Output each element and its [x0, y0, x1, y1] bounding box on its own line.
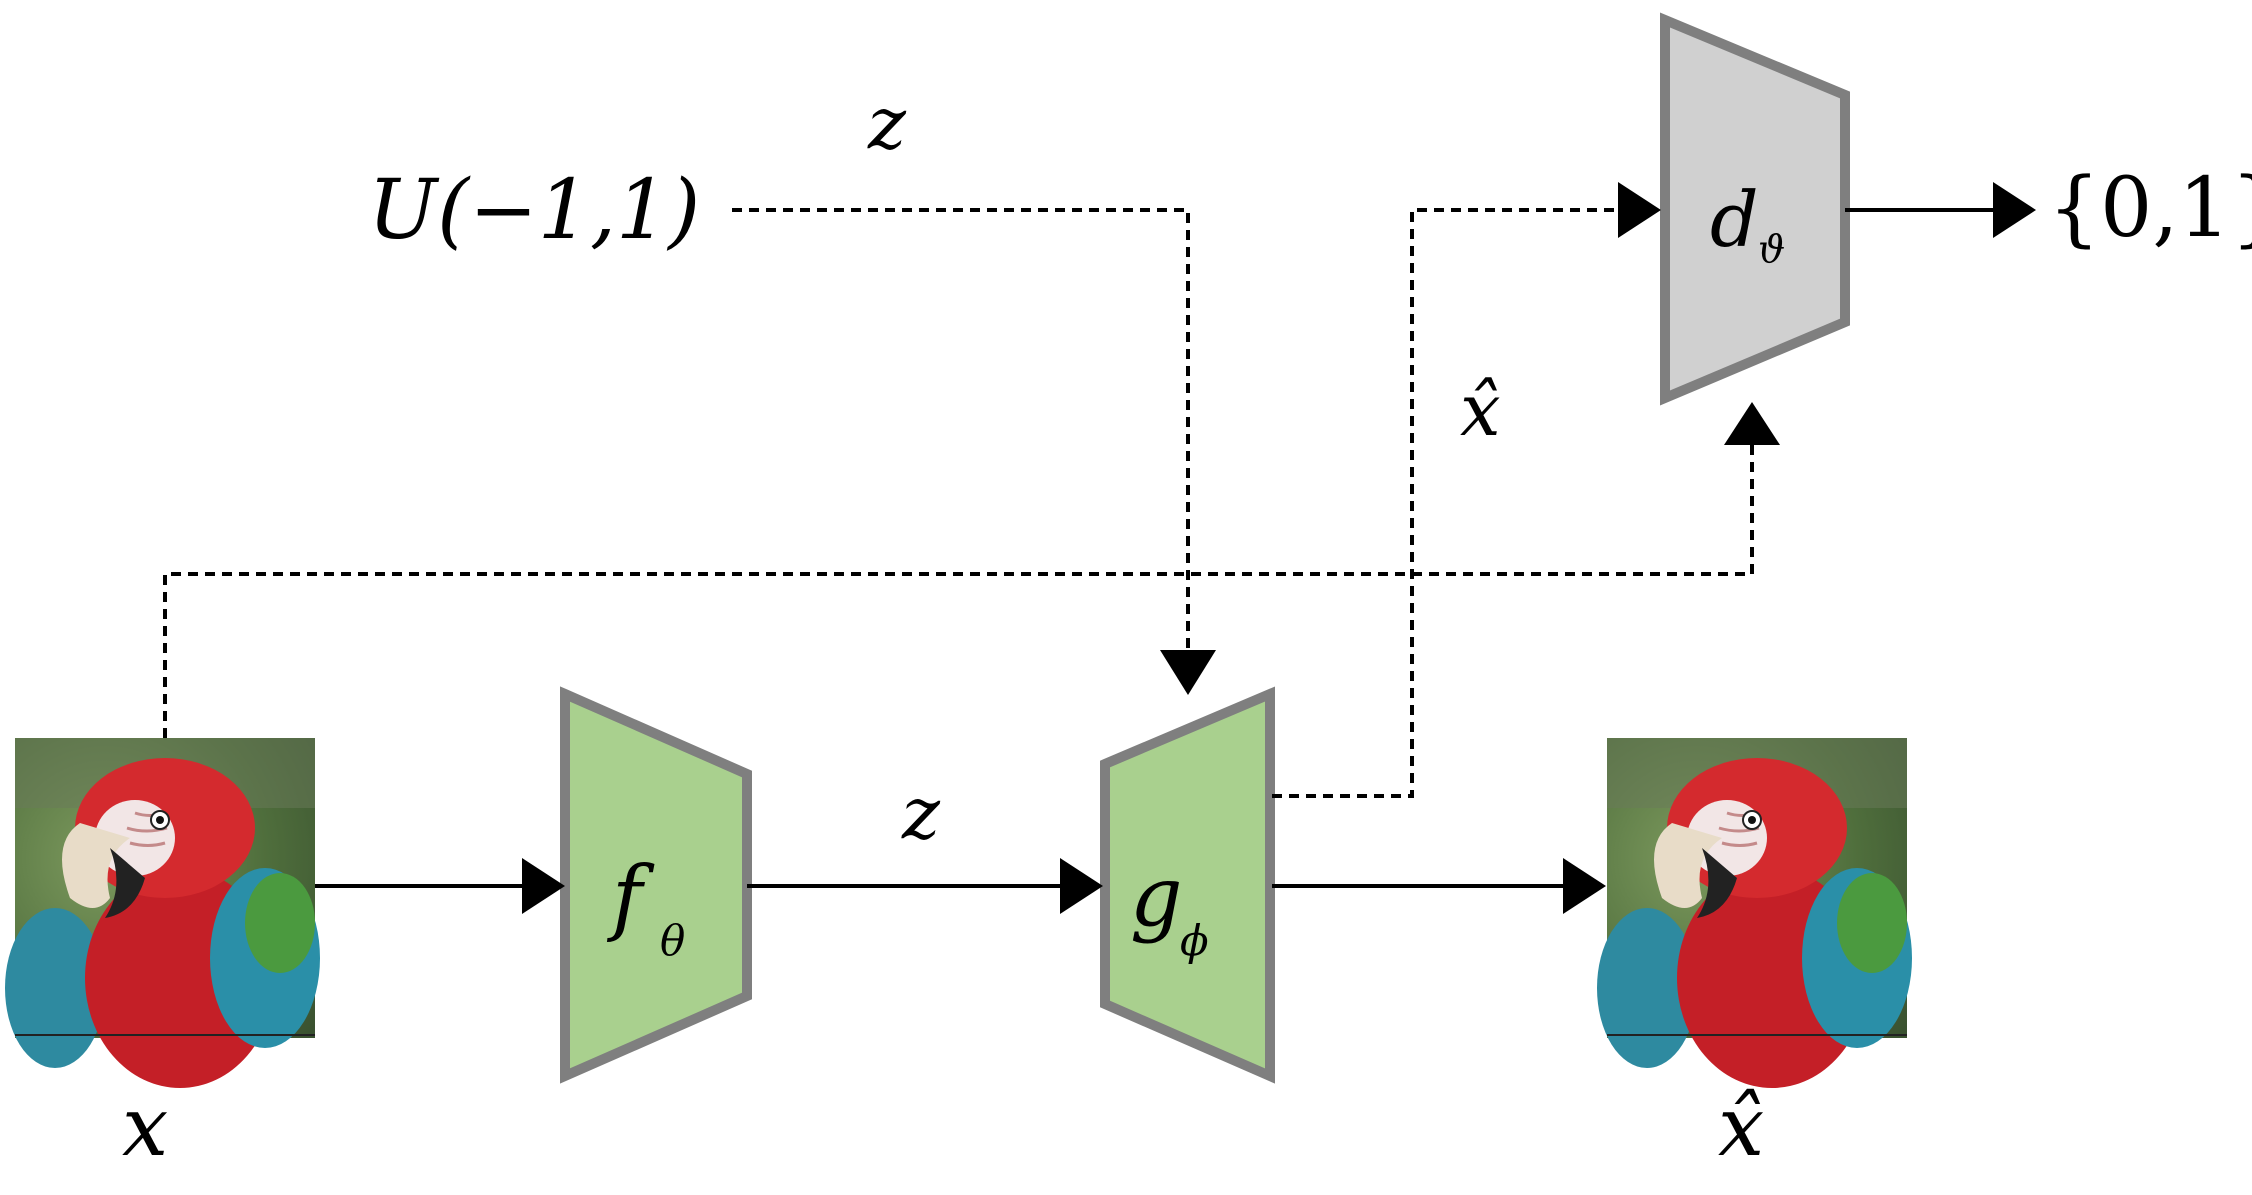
input-image [3, 736, 322, 1090]
x-hat-mid-label: x̂ [1460, 368, 1501, 452]
latent-z-top-label: z [867, 81, 907, 165]
arrow-generator-to-output [1272, 858, 1606, 914]
dashed-input-to-discriminator [163, 402, 1780, 738]
discriminator-subscript: ϑ [1758, 227, 1785, 271]
output-image [1595, 736, 1914, 1090]
generator-label: g [1130, 850, 1183, 945]
discriminator-label: d [1710, 175, 1759, 264]
encoder-subscript: θ [660, 916, 685, 965]
generator-block [1100, 686, 1275, 1084]
uniform-prior-label: U(−1,1) [368, 163, 700, 258]
dashed-prior-to-generator [732, 208, 1216, 695]
latent-z-mid-label: z [901, 771, 941, 855]
dashed-generator-to-discriminator [1272, 182, 1661, 798]
generator-subscript: ϕ [1180, 916, 1209, 965]
arrow-input-to-encoder [315, 858, 565, 914]
input-x-label: x [122, 1080, 168, 1175]
arrow-encoder-to-generator [747, 858, 1103, 914]
encoder-block [560, 686, 752, 1084]
output-x-hat-label: x̂ [1718, 1080, 1764, 1175]
discriminator-output-label: {0,1} [2048, 161, 2252, 256]
discriminator-block [1660, 12, 1850, 406]
arrow-discriminator-to-output [1845, 182, 2036, 238]
